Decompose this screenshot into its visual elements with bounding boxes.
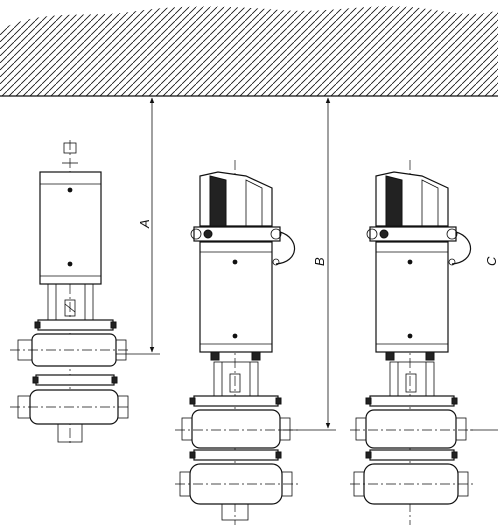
ceiling-hatch [0, 6, 498, 97]
dimension-b: B [270, 97, 336, 431]
valve-left [10, 140, 130, 445]
dimension-b-label: B [312, 257, 327, 266]
dimension-c-label: C [484, 256, 498, 266]
dimension-a: A [110, 97, 160, 355]
valve-right [350, 160, 476, 525]
valve-middle [175, 160, 300, 525]
dimension-c: C [470, 256, 498, 431]
dimension-a-label: A [137, 219, 152, 229]
